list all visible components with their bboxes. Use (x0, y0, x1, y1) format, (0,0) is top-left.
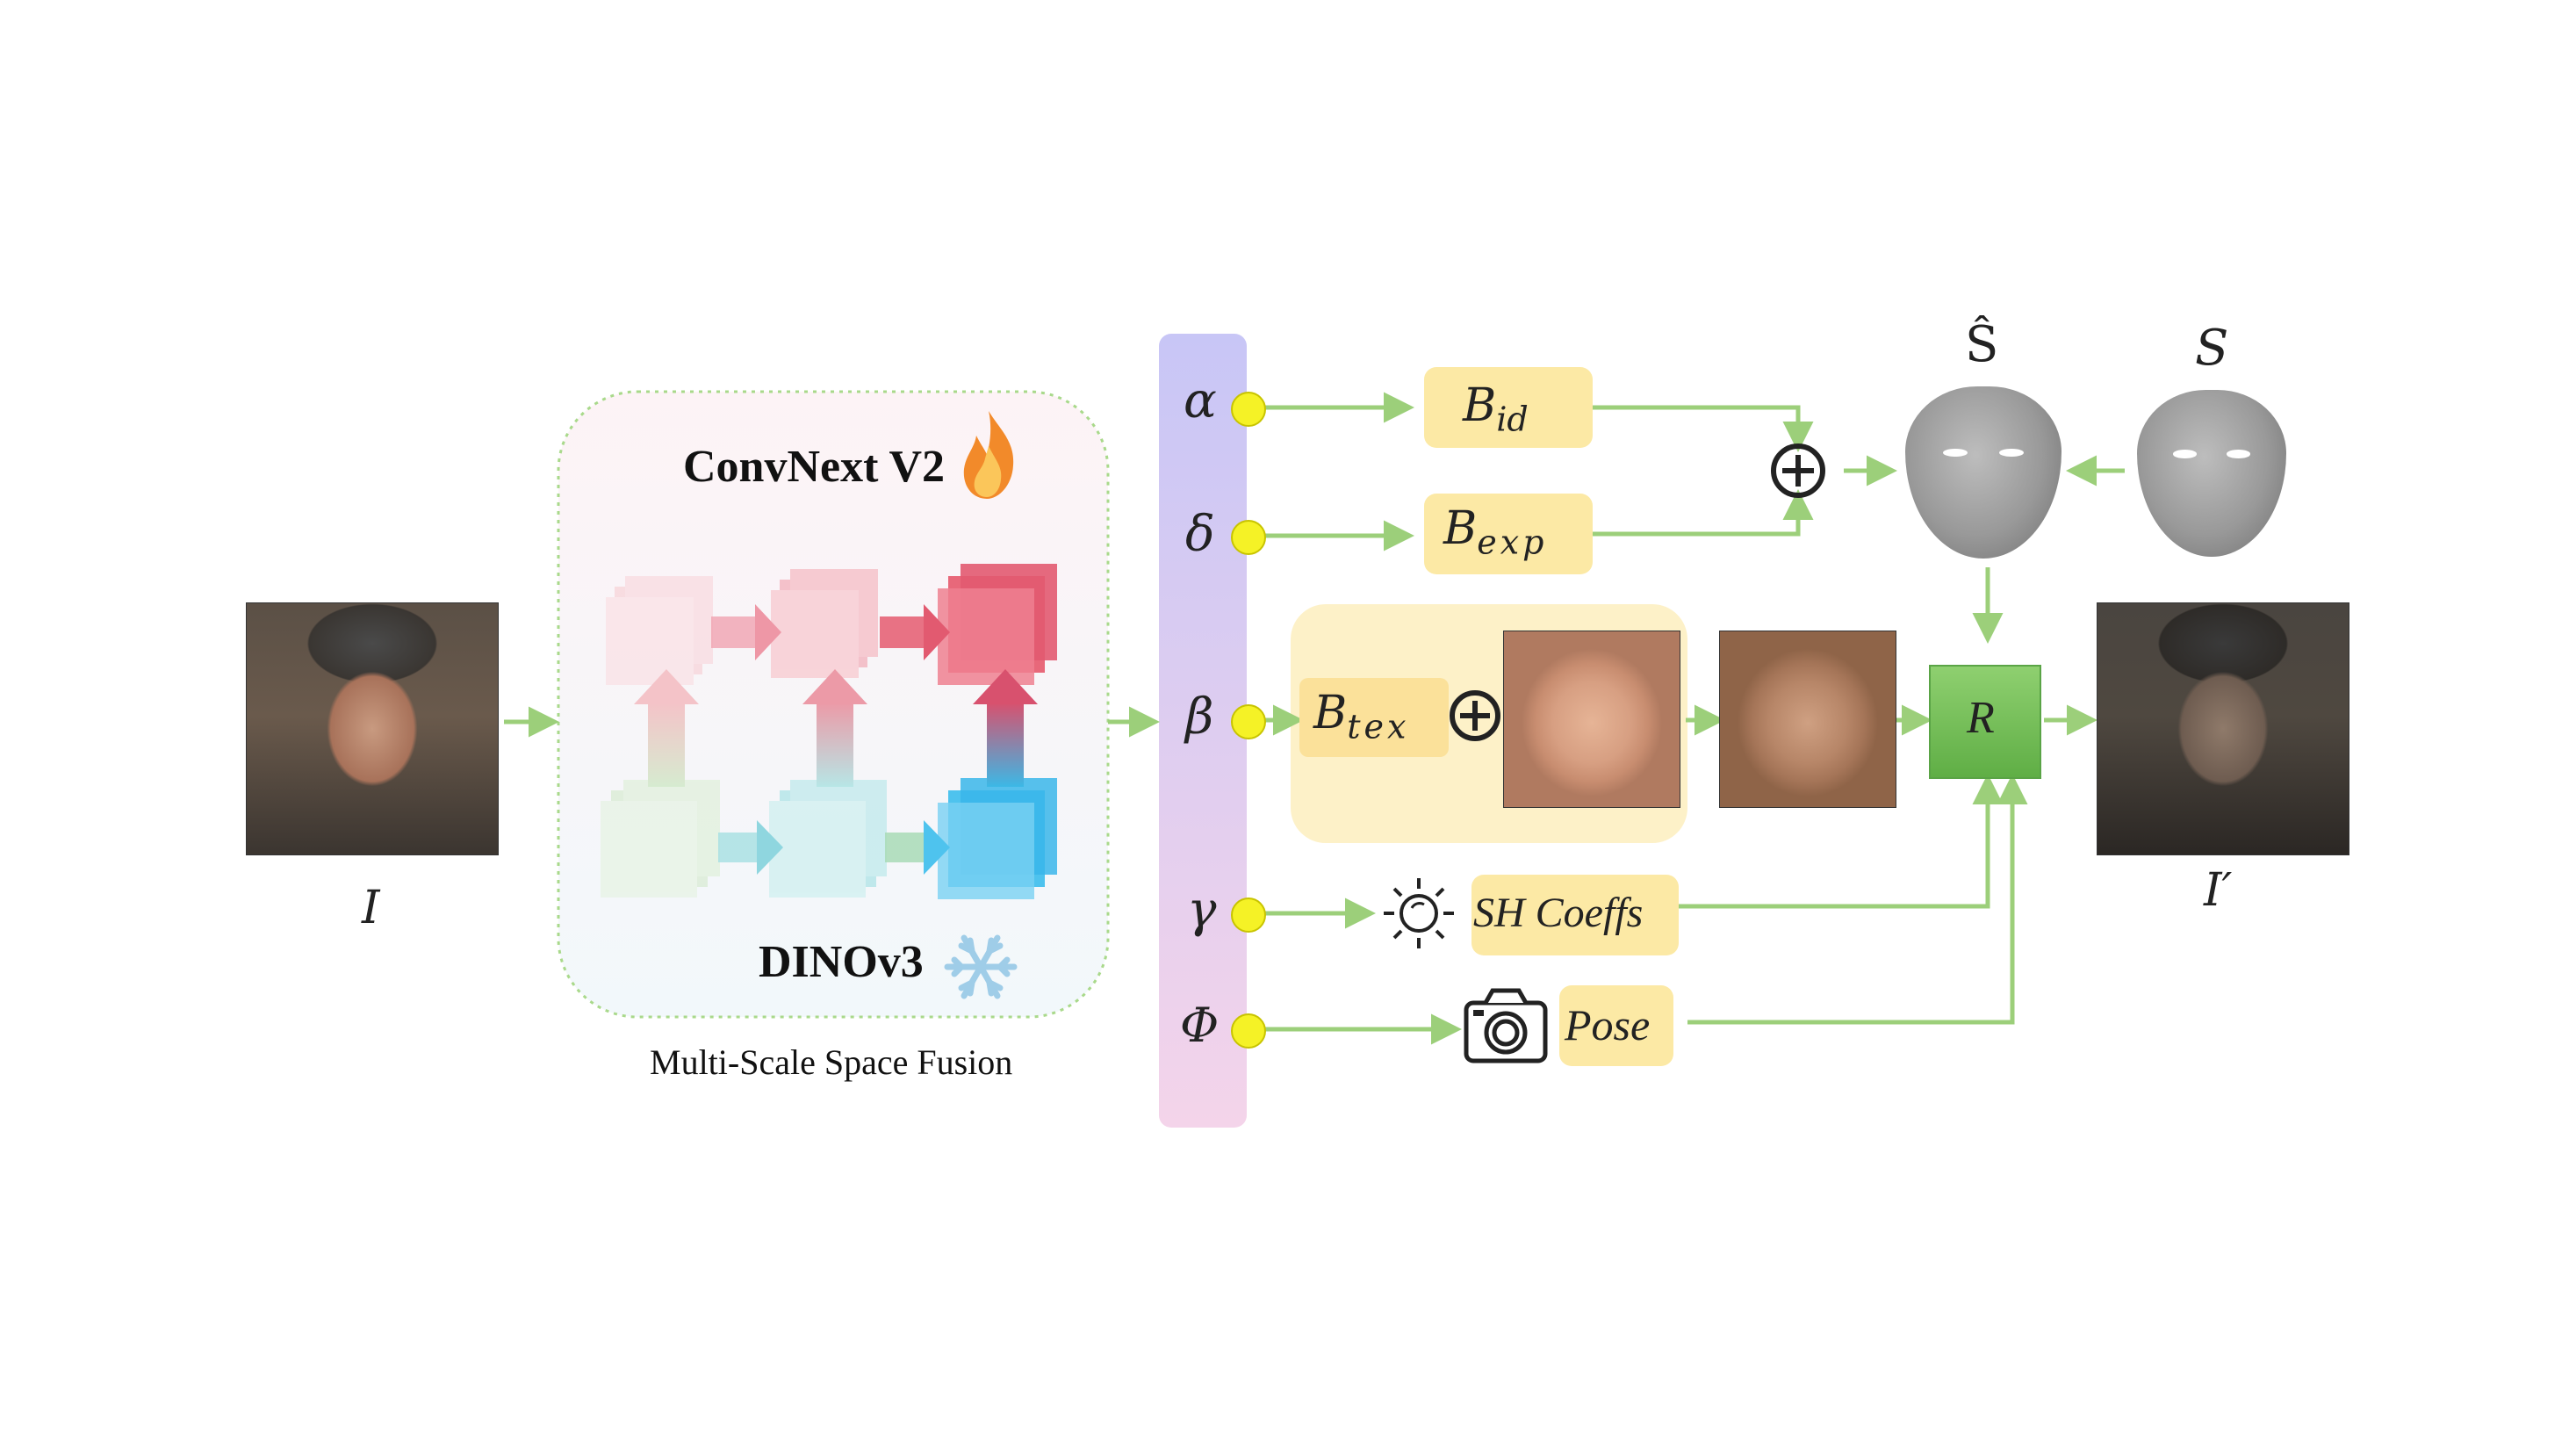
feature-stack-bottom-1 (601, 780, 720, 898)
b-exp-sub: exp (1477, 523, 1548, 562)
arrow-pose-to-r (1687, 774, 2028, 1025)
fusion-caption: Multi-Scale Space Fusion (650, 1042, 1013, 1082)
fusion-arrow-top-2 (880, 604, 950, 660)
arrow-sh-to-r (1679, 774, 2004, 909)
fire-icon (963, 411, 1014, 499)
texture-uv-map-final (1719, 631, 1896, 808)
sun-icon (1384, 878, 1454, 948)
mask-eye (2227, 450, 2251, 458)
param-gamma-label: γ (1187, 882, 1217, 939)
param-alpha-label: α (1184, 372, 1217, 429)
plus-circle-icon (1771, 443, 1825, 498)
input-face-image (246, 602, 499, 855)
param-dot-phi (1231, 1013, 1266, 1049)
ground-truth-shape-mask (2137, 390, 2286, 557)
output-face-image (2097, 602, 2349, 855)
camera-icon (1464, 988, 1548, 1063)
dinov3-label: DINOv3 (759, 937, 924, 987)
mask-eye (1998, 448, 2025, 458)
b-exp-box: Bexp (1424, 494, 1593, 574)
b-id-sub: id (1496, 400, 1529, 439)
reconstructed-shape-mask (1905, 386, 2062, 559)
b-tex-sub: tex (1347, 707, 1410, 746)
fusion-arrow-up-1 (634, 669, 699, 787)
output-label: I′ (2204, 864, 2233, 917)
convnext-label: ConvNext V2 (683, 442, 946, 492)
fusion-arrow-up-2 (802, 669, 867, 787)
plus-circle-icon (1450, 690, 1500, 741)
param-beta-label: β (1185, 688, 1214, 746)
input-label: I (362, 882, 380, 934)
arrow-bid-to-sum (1593, 405, 1814, 452)
pose-box: Pose (1559, 985, 1673, 1066)
feature-stack-bottom-2 (769, 780, 887, 898)
param-dot-delta (1231, 520, 1266, 555)
feature-stack-bottom-3 (938, 778, 1057, 899)
feature-stack-top-3 (938, 564, 1057, 685)
s-label: S (2195, 320, 2229, 377)
fusion-arrow-up-3 (973, 669, 1038, 787)
renderer-box (1929, 665, 2041, 779)
feature-stack-top-2 (771, 569, 878, 678)
param-delta-label: δ (1185, 506, 1215, 563)
fusion-arrow-top-1 (711, 604, 781, 660)
pose-label: Pose (1565, 1000, 1651, 1049)
b-id-base: B (1463, 379, 1497, 432)
b-id-box: Bid (1424, 367, 1593, 448)
b-tex-base: B (1313, 687, 1348, 739)
sh-coeffs-box: SH Coeffs (1471, 875, 1679, 955)
feature-stack-top-1 (606, 576, 713, 685)
arrow-bexp-to-sum (1593, 489, 1814, 537)
fusion-arrow-bottom-1 (718, 820, 783, 875)
fusion-arrow-bottom-2 (885, 820, 950, 875)
parameter-bar (1159, 334, 1247, 1128)
mask-eye (2172, 450, 2197, 458)
sh-coeffs-label: SH Coeffs (1473, 890, 1644, 936)
s-hat-label: Ŝ (1965, 316, 1999, 373)
b-exp-base: B (1443, 502, 1478, 555)
b-tex-box: Btex (1299, 678, 1449, 757)
snowflake-icon (944, 934, 1018, 999)
param-dot-gamma (1231, 898, 1266, 933)
param-dot-alpha (1231, 392, 1266, 427)
texture-uv-map-base (1503, 631, 1680, 808)
param-dot-beta (1231, 704, 1266, 739)
param-phi-label: Φ (1180, 998, 1220, 1053)
mask-eye (1942, 448, 1968, 458)
renderer-label: R (1967, 693, 1995, 743)
